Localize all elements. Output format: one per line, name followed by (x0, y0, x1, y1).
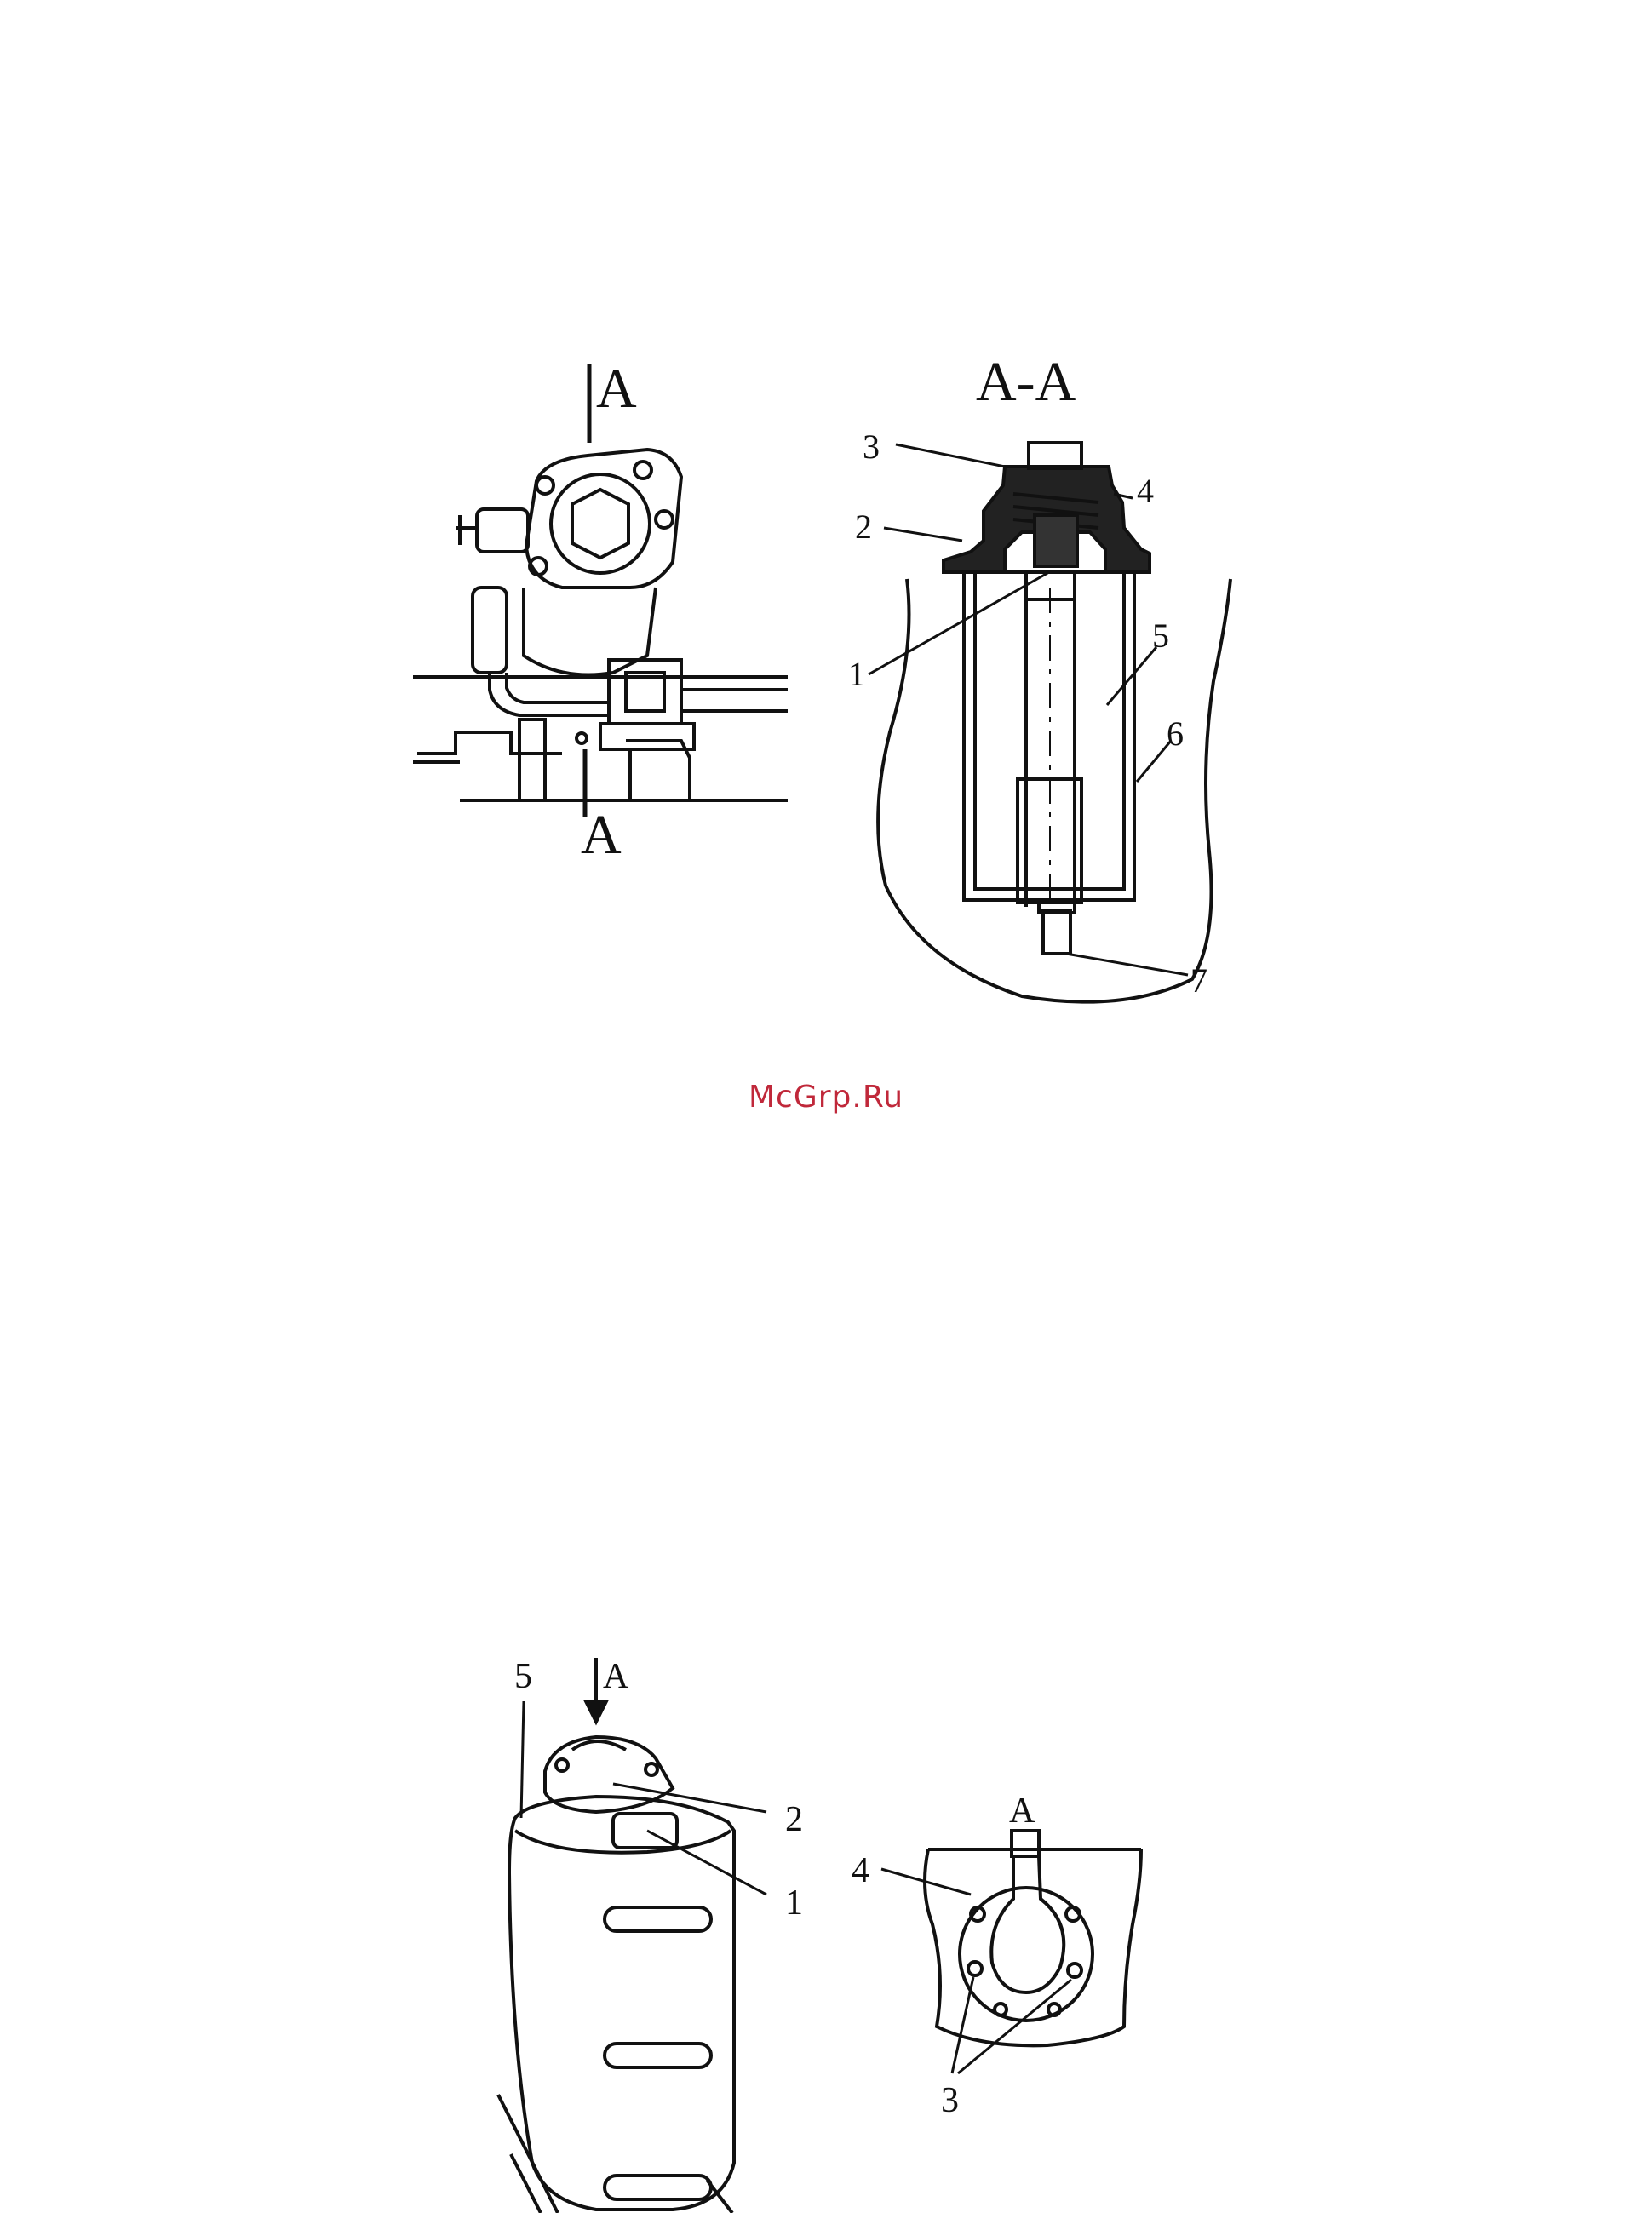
fitting-nut (1012, 1831, 1039, 1856)
leader-7 (1066, 954, 1188, 975)
callout-2: 2 (855, 507, 872, 546)
filter-head-flange (526, 450, 681, 588)
relief-valve (1035, 515, 1077, 566)
leader-1 (869, 572, 1049, 674)
leader-6 (1137, 741, 1171, 782)
bolt-hole (536, 477, 554, 494)
leader-3 (896, 444, 1005, 467)
cap-bolt (556, 1759, 568, 1771)
keyhole-port (991, 1856, 1064, 1992)
slot (605, 2044, 711, 2067)
bolt-hole (656, 511, 673, 528)
callout-2: 2 (785, 1800, 803, 1839)
bolt-head (1029, 443, 1081, 468)
callout-3: 3 (941, 2081, 959, 2120)
leader-2 (884, 528, 962, 541)
leader-3a (952, 1977, 973, 2073)
cap-bolt (645, 1763, 657, 1775)
leader-5 (521, 1701, 524, 1818)
drain-plug (1043, 911, 1070, 954)
slot (605, 1907, 711, 1931)
bolt-hole (634, 462, 651, 479)
fig1-left-view (413, 364, 788, 817)
view-arrow-label: A (603, 1657, 629, 1696)
section-title: A-A (976, 351, 1076, 413)
fig2-left-view (498, 1658, 766, 2213)
view-title: A (1009, 1792, 1035, 1831)
hose (473, 588, 507, 673)
callout-6: 6 (1167, 714, 1184, 753)
fig2-right-view (881, 1831, 1141, 2073)
figure-1: A A A-A 1 2 3 4 5 6 7 (0, 0, 1652, 1047)
section-mark-bottom: A (581, 804, 622, 866)
callout-3: 3 (863, 427, 880, 466)
hex-plug (572, 490, 628, 558)
banjo-fitting (477, 509, 528, 552)
section-mark-top: A (596, 358, 637, 420)
callout-5: 5 (514, 1657, 532, 1696)
slot (605, 2176, 711, 2199)
callout-4: 4 (1137, 472, 1154, 510)
callout-5: 5 (1152, 616, 1169, 655)
flange-bolt (1068, 1964, 1081, 1977)
engine-block (417, 732, 788, 800)
filter-housing (524, 588, 656, 675)
callout-1: 1 (785, 1883, 803, 1923)
callout-1: 1 (848, 655, 865, 693)
figure-2: A 5 2 1 A 4 3 (0, 1618, 1652, 2213)
leader-5 (1107, 647, 1156, 705)
breakout-outline (925, 1849, 1141, 2045)
callout-7: 7 (1190, 961, 1207, 1000)
callout-4: 4 (852, 1851, 869, 1890)
housing-breakout (878, 579, 1230, 1002)
leader-3b (958, 1980, 1071, 2073)
watermark: McGrp.Ru (0, 1080, 1652, 1115)
flange-bolt (968, 1962, 982, 1975)
